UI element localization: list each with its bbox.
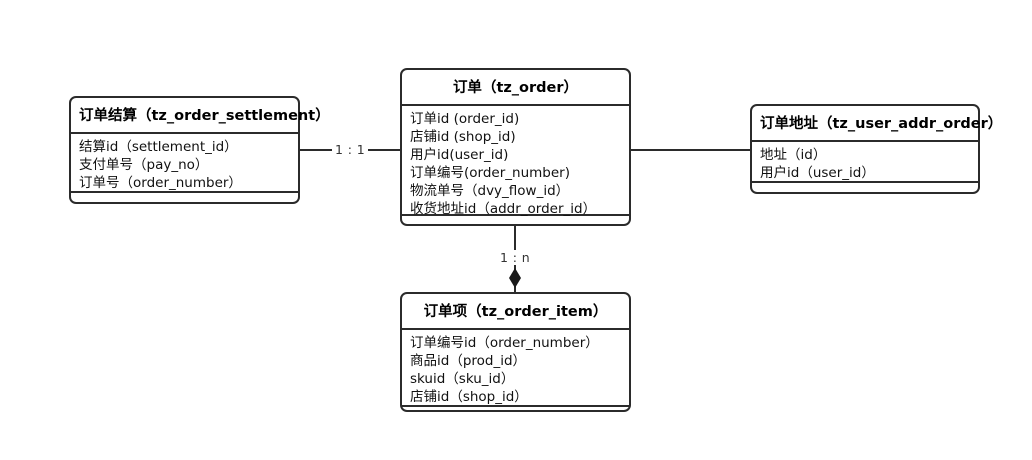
field-row: 结算id（settlement_id） — [79, 139, 238, 155]
cardinality-settlement-order: 1 : 1 — [332, 142, 369, 157]
entity-title-paren-close: ） — [987, 116, 1003, 132]
field-row: 订单编号(order_number) — [410, 165, 570, 181]
entity-title-cn: 订单项 — [423, 304, 468, 320]
entity-title-paren-close: ） — [315, 108, 330, 124]
entity-order-item[interactable]: 订单项（tz_order_item） 订单编号id（order_number） … — [400, 292, 631, 412]
entity-title-cn: 订单 — [452, 80, 482, 96]
entity-fields-order-settlement: 结算id（settlement_id） 支付单号（pay_no） 订单号（ord… — [71, 134, 298, 193]
entity-order[interactable]: 订单（tz_order） 订单id (order_id) 店铺id (shop_… — [400, 68, 631, 226]
entity-title-order-settlement: 订单结算（tz_order_settlement） — [71, 98, 330, 134]
field-row: 店铺id（shop_id） — [410, 389, 528, 405]
entity-title-paren-close: ） — [592, 304, 608, 320]
entity-title-paren-open: （ — [137, 108, 152, 124]
entity-order-settlement[interactable]: 订单结算（tz_order_settlement） 结算id（settlemen… — [69, 96, 330, 204]
cardinality-order-orderitem: 1 : n — [497, 250, 534, 265]
entity-fields-user-addr-order: 地址（id） 用户id（user_id） — [752, 142, 978, 183]
field-row: 订单id (order_id) — [410, 111, 520, 127]
field-row: 收货地址id（addr_order_id） — [410, 201, 597, 217]
field-row: 用户id(user_id) — [410, 147, 509, 163]
entity-title-en: tz_order_settlement — [151, 108, 316, 124]
field-row: 物流单号（dvy_flow_id） — [410, 183, 570, 199]
entity-title-paren-open: （ — [818, 116, 833, 132]
connector-order-address — [629, 149, 752, 151]
field-row: 店铺id (shop_id) — [410, 129, 516, 145]
entity-title-en: tz_order — [496, 80, 564, 96]
entity-user-addr-order[interactable]: 订单地址（tz_user_addr_order） 地址（id） 用户id（use… — [750, 104, 1002, 194]
field-row: 订单号（order_number） — [79, 175, 242, 191]
entity-fields-order: 订单id (order_id) 店铺id (shop_id) 用户id(user… — [402, 106, 629, 217]
field-row: 用户id（user_id） — [760, 165, 875, 181]
entity-title-user-addr-order: 订单地址（tz_user_addr_order） — [752, 106, 1002, 142]
entity-fields-order-item: 订单编号id（order_number） 商品id（prod_id） skuid… — [402, 330, 629, 407]
field-row: 支付单号（pay_no） — [79, 157, 209, 173]
entity-title-cn: 订单地址 — [760, 116, 818, 132]
field-row: 地址（id） — [760, 147, 827, 163]
field-row: skuid（sku_id） — [410, 371, 515, 387]
entity-title-en: tz_order_item — [481, 304, 593, 320]
entity-title-paren-open: （ — [467, 304, 482, 320]
entity-title-order: 订单（tz_order） — [402, 70, 629, 106]
entity-title-paren-close: ） — [563, 80, 579, 96]
entity-title-cn: 订单结算 — [79, 108, 137, 124]
entity-title-en: tz_user_addr_order — [832, 116, 988, 132]
entity-title-order-item: 订单项（tz_order_item） — [402, 294, 629, 330]
entity-title-paren-open: （ — [481, 80, 497, 96]
field-row: 商品id（prod_id） — [410, 353, 527, 369]
field-row: 订单编号id（order_number） — [410, 335, 599, 351]
